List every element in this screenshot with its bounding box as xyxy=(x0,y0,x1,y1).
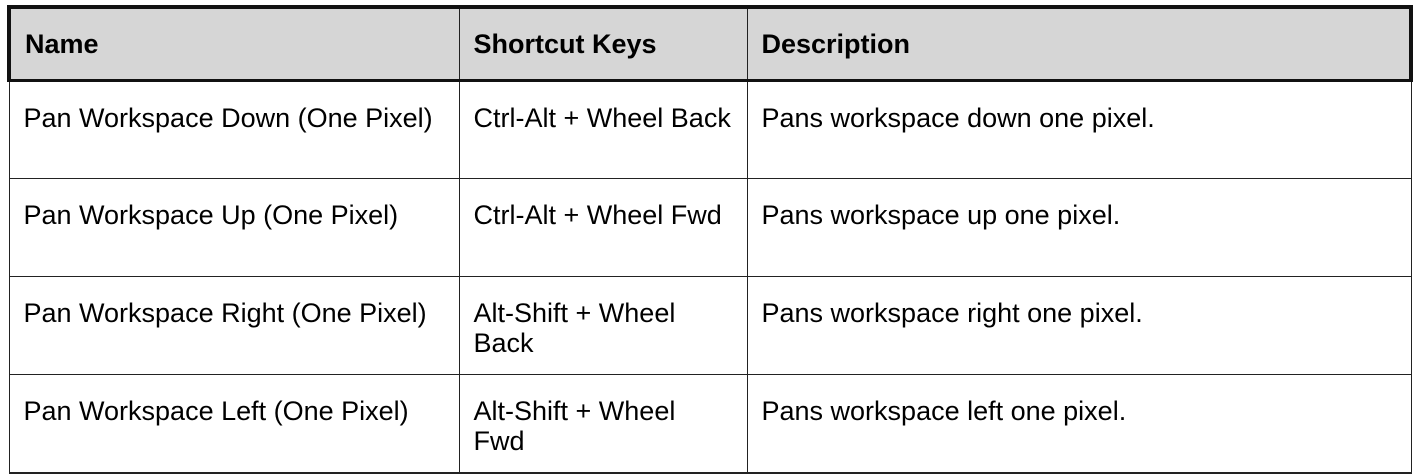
header-row: Name Shortcut Keys Description xyxy=(7,5,1413,82)
cell-shortcut-keys: Alt-Shift + Wheel Back xyxy=(458,276,748,375)
cell-name: Pan Workspace Up (One Pixel) xyxy=(8,178,460,277)
cell-shortcut-keys: Ctrl-Alt + Wheel Fwd xyxy=(458,178,748,277)
cell-description: Pans workspace right one pixel. xyxy=(746,276,1412,375)
cell-description: Pans workspace down one pixel. xyxy=(746,80,1412,179)
table-row: Pan Workspace Left (One Pixel) Alt-Shift… xyxy=(8,374,1412,474)
table-row: Pan Workspace Down (One Pixel) Ctrl-Alt … xyxy=(8,80,1412,179)
cell-shortcut-keys: Alt-Shift + Wheel Fwd xyxy=(458,374,748,474)
cell-description: Pans workspace left one pixel. xyxy=(746,374,1412,474)
column-header-description: Description xyxy=(746,5,1413,82)
cell-shortcut-keys: Ctrl-Alt + Wheel Back xyxy=(458,80,748,179)
table-body: Pan Workspace Down (One Pixel) Ctrl-Alt … xyxy=(8,80,1412,474)
table-row: Pan Workspace Right (One Pixel) Alt-Shif… xyxy=(8,276,1412,375)
column-header-shortcut-keys: Shortcut Keys xyxy=(458,5,748,82)
cell-name: Pan Workspace Down (One Pixel) xyxy=(8,80,460,179)
column-header-name: Name xyxy=(7,5,460,82)
cell-description: Pans workspace up one pixel. xyxy=(746,178,1412,277)
table-header: Name Shortcut Keys Description xyxy=(7,5,1413,82)
cell-name: Pan Workspace Right (One Pixel) xyxy=(8,276,460,375)
cell-name: Pan Workspace Left (One Pixel) xyxy=(8,374,460,474)
table-row: Pan Workspace Up (One Pixel) Ctrl-Alt + … xyxy=(8,178,1412,277)
shortcut-table: Name Shortcut Keys Description Pan Works… xyxy=(7,5,1413,474)
